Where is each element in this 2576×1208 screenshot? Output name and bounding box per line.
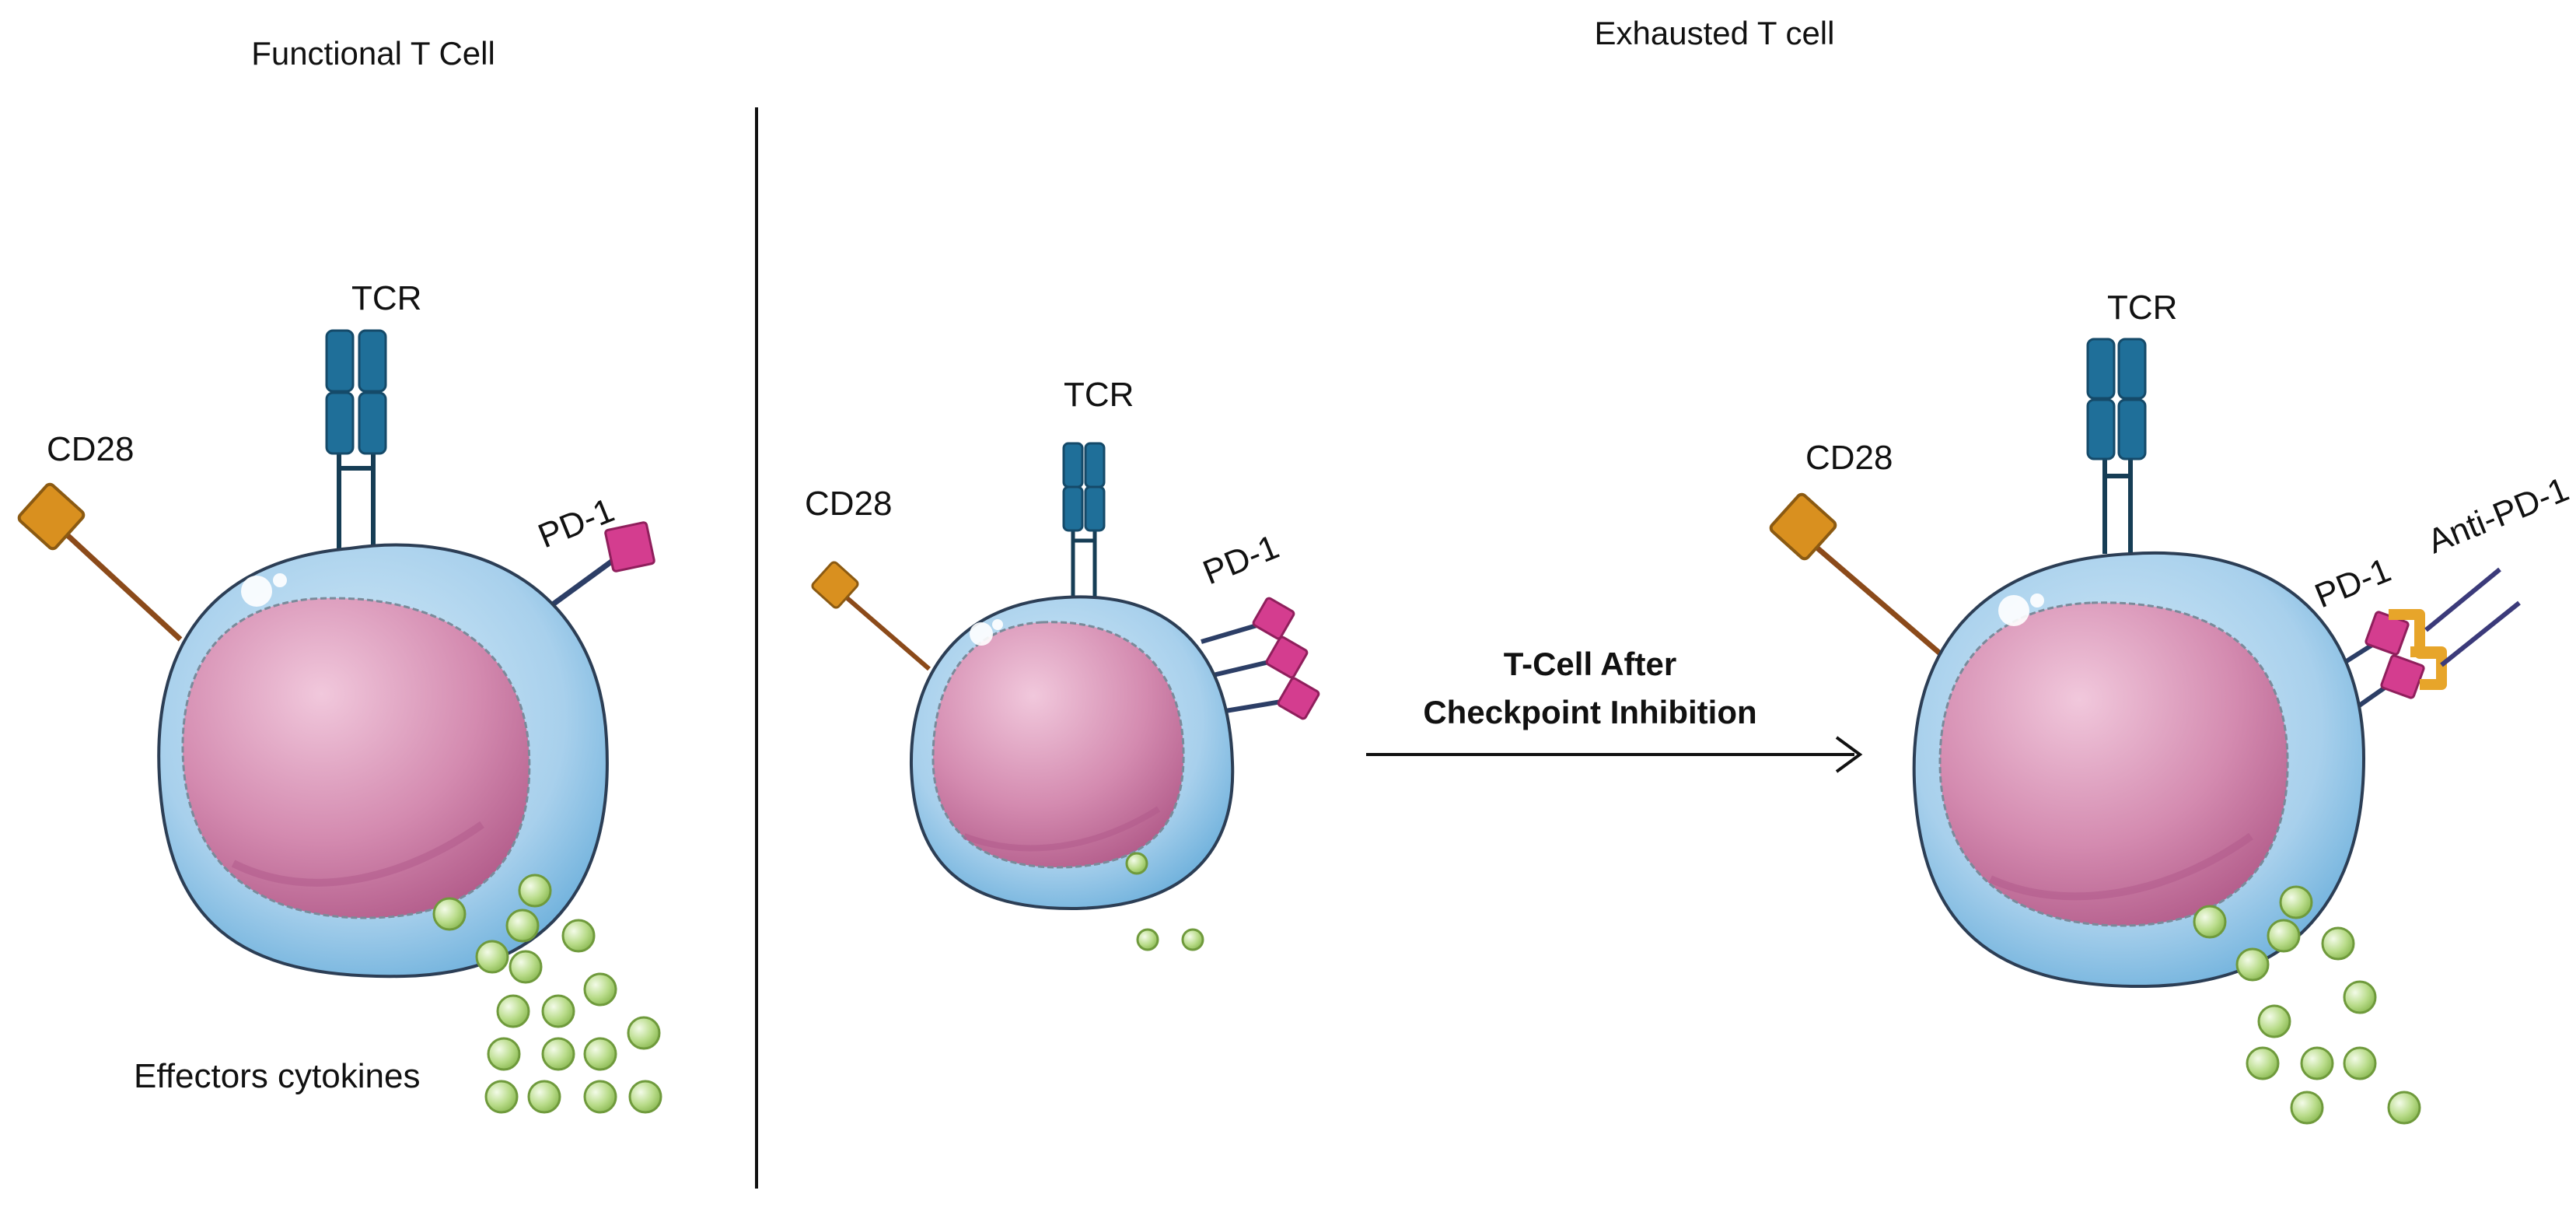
exhausted-t-cell: CD28 TCR PD-1 — [805, 376, 1320, 911]
cd28-label: CD28 — [47, 430, 135, 468]
cd28-receptor — [1769, 492, 1942, 656]
cytokines-cell3 — [2193, 885, 2421, 1125]
pd1-antibody-complex — [2339, 567, 2521, 710]
tcr-receptor — [1062, 442, 1106, 599]
pd1-label: PD-1 — [1197, 527, 1284, 592]
reinvigorated-t-cell: CD28 TCR PD-1 Anti-PD-1 — [1769, 289, 2574, 989]
tcr-label: TCR — [351, 279, 421, 317]
cd28-label: CD28 — [1805, 439, 1893, 477]
tcr-label: TCR — [1064, 376, 1134, 414]
tcr-receptor — [325, 329, 387, 548]
cd28-receptor — [811, 561, 931, 671]
arrow-label-line1: T-Cell After — [1504, 646, 1676, 682]
checkpoint-inhibition-arrow — [1366, 736, 1863, 773]
exhausted-panel-title: Exhausted T cell — [1595, 15, 1835, 51]
cd28-label: CD28 — [805, 485, 893, 523]
nucleus — [181, 597, 531, 919]
pd1-receptors — [1201, 597, 1320, 720]
nucleus — [1938, 601, 2289, 927]
functional-t-cell: CD28 TCR PD-1 — [17, 279, 655, 979]
functional-panel-title: Functional T Cell — [251, 35, 495, 72]
arrow-label-line2: Checkpoint Inhibition — [1423, 694, 1756, 730]
cd28-receptor — [17, 482, 183, 642]
anti-pd1-label: Anti-PD-1 — [2422, 470, 2574, 561]
effectors-cytokines-label: Effectors cytokines — [134, 1057, 420, 1095]
pd1-receptor — [542, 521, 655, 613]
cytokines-cell2 — [1125, 852, 1204, 951]
tcr-label: TCR — [2107, 289, 2177, 327]
tcr-receptor — [2086, 338, 2147, 554]
pd1-label: PD-1 — [2309, 551, 2396, 615]
pd1-label: PD-1 — [533, 491, 619, 555]
cytokines-cell1 — [432, 874, 662, 1114]
nucleus — [931, 621, 1185, 869]
